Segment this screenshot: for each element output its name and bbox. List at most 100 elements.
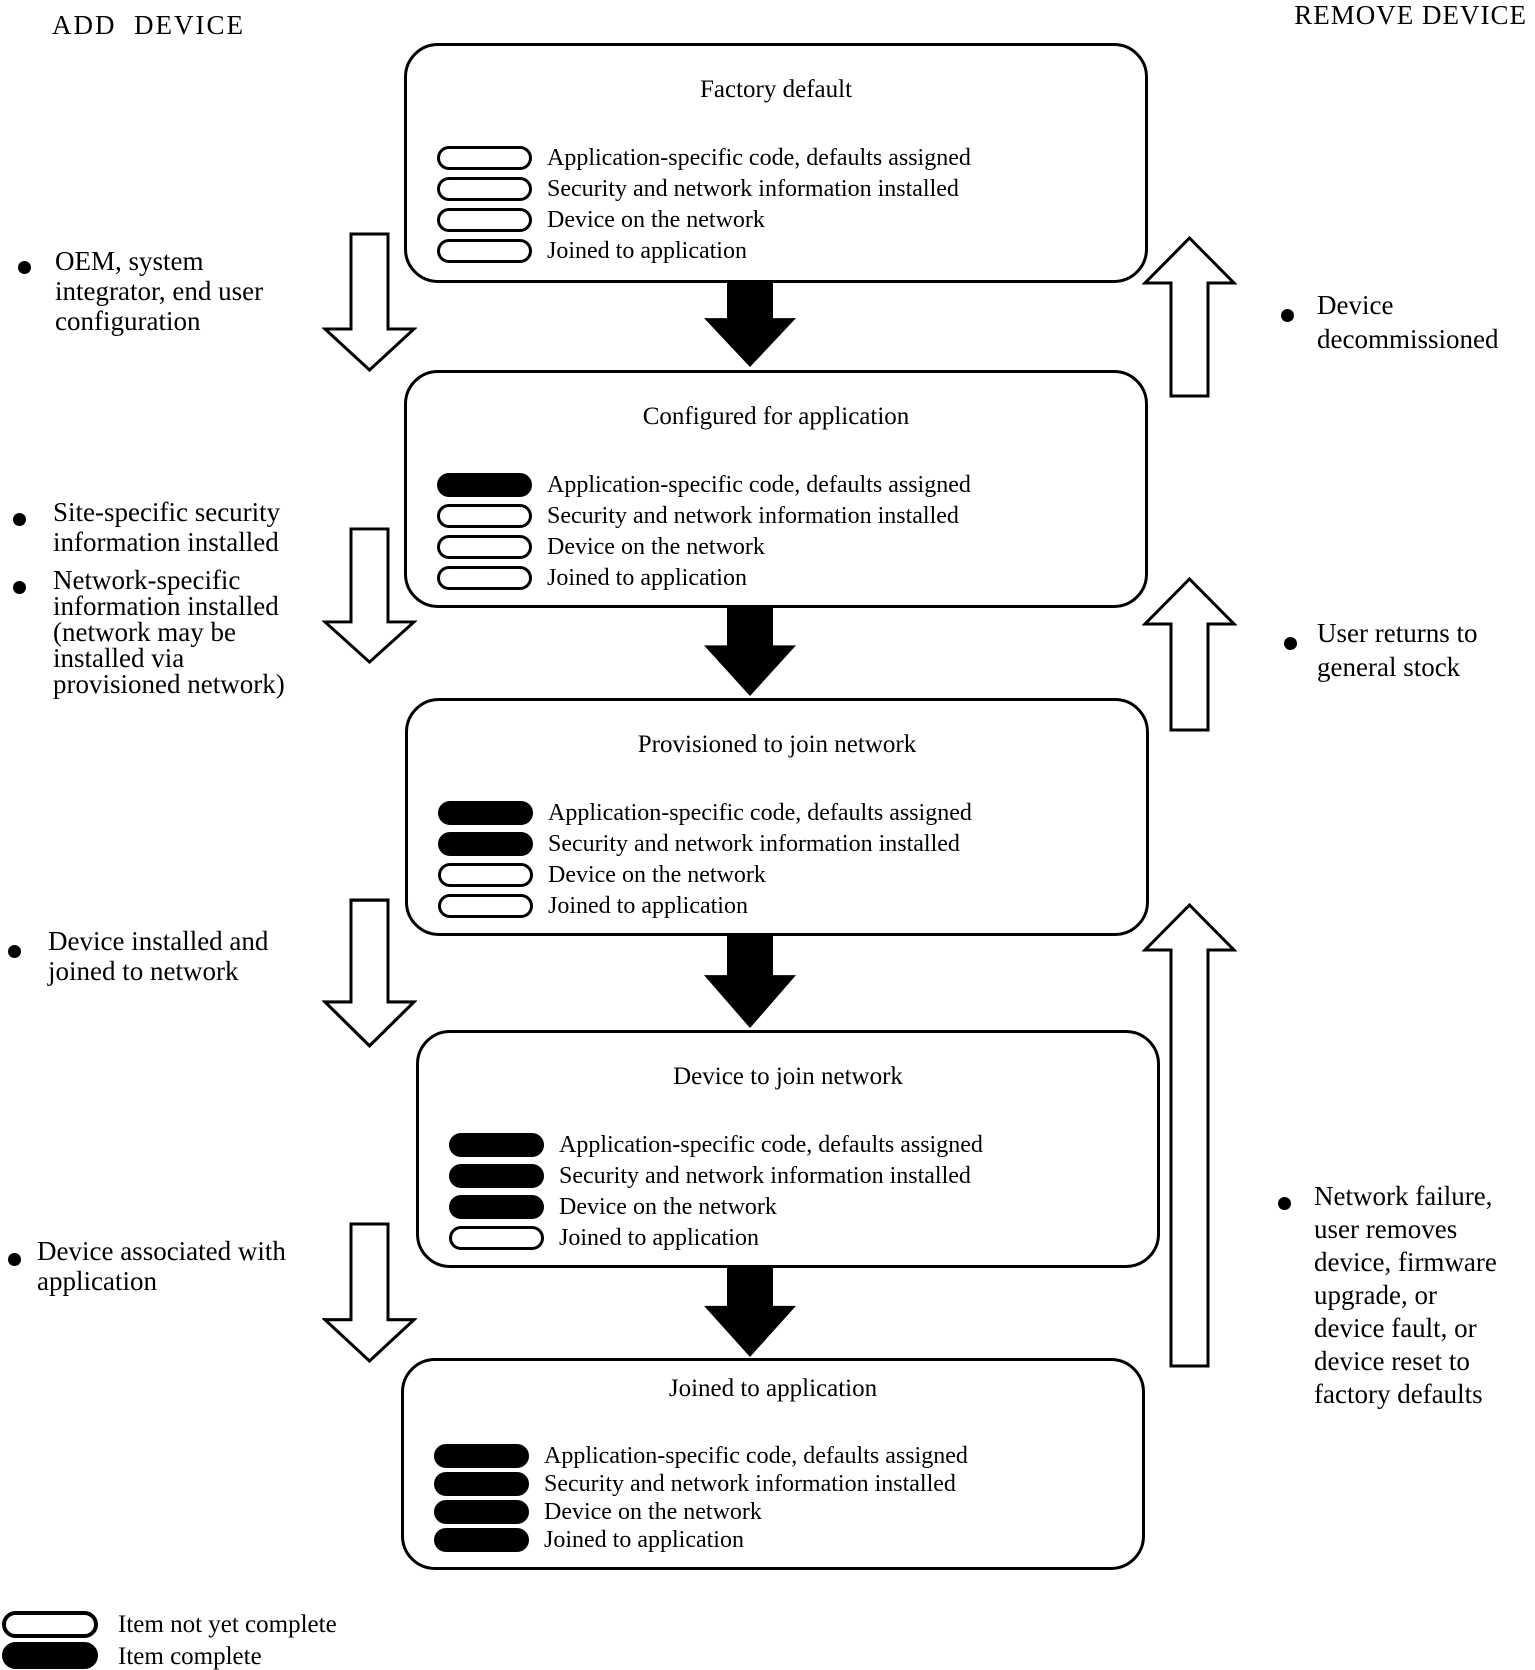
status-pill — [449, 1164, 544, 1188]
checklist-row: Joined to application — [449, 1226, 983, 1250]
checklist-label: Application-specific code, defaults assi… — [547, 145, 971, 171]
checklist-row: Application-specific code, defaults assi… — [438, 801, 972, 825]
bullet-dot — [1281, 309, 1294, 322]
transition-down-arrow-icon — [704, 935, 796, 1028]
remove-device-header: REMOVE DEVICE — [1294, 0, 1527, 30]
remove-annotation-decommissioned: Device decommissioned — [1317, 290, 1499, 354]
add-device-header: ADD DEVICE — [52, 10, 245, 40]
checklist: Application-specific code, defaults assi… — [449, 1133, 983, 1250]
bullet-dot — [13, 513, 26, 526]
add-annotation-device-installed: Device installed and joined to network — [48, 926, 269, 986]
checklist-row: Device on the network — [438, 863, 972, 887]
status-pill — [434, 1444, 529, 1468]
checklist-row: Joined to application — [438, 894, 972, 918]
bullet-dot — [18, 261, 31, 274]
checklist-row: Application-specific code, defaults assi… — [434, 1444, 968, 1468]
checklist: Application-specific code, defaults assi… — [437, 146, 971, 263]
checklist-row: Application-specific code, defaults assi… — [437, 146, 971, 170]
state-title: Factory default — [699, 76, 853, 103]
add-down-arrow-icon — [322, 898, 417, 1048]
remove-annotation-network-failure: Network failure, user removes device, fi… — [1314, 1181, 1497, 1409]
checklist-label: Device on the network — [547, 207, 765, 233]
status-pill — [437, 473, 532, 497]
status-pill — [449, 1226, 544, 1250]
checklist-label: Joined to application — [548, 893, 748, 919]
checklist-row: Security and network information install… — [449, 1164, 983, 1188]
state-box-provisioned: Provisioned to join network Application-… — [405, 698, 1149, 936]
state-box-factory-default: Factory default Application-specific cod… — [404, 43, 1148, 283]
legend-incomplete-pill — [2, 1611, 98, 1638]
checklist-row: Joined to application — [437, 566, 971, 590]
status-pill — [438, 863, 533, 887]
state-title: Provisioned to join network — [637, 731, 917, 758]
checklist-label: Application-specific code, defaults assi… — [559, 1132, 983, 1158]
status-pill — [434, 1500, 529, 1524]
state-box-joined: Joined to application Application-specif… — [401, 1358, 1145, 1570]
checklist-label: Security and network information install… — [559, 1163, 971, 1189]
status-pill — [437, 177, 532, 201]
checklist-row: Joined to application — [434, 1528, 968, 1552]
status-pill — [437, 208, 532, 232]
checklist-label: Device on the network — [544, 1499, 762, 1525]
bullet-dot — [8, 945, 21, 958]
checklist-label: Device on the network — [559, 1194, 777, 1220]
state-title: Device to join network — [673, 1063, 903, 1090]
legend-incomplete-label: Item not yet complete — [118, 1611, 337, 1638]
status-pill — [438, 801, 533, 825]
state-box-configured: Configured for application Application-s… — [404, 370, 1148, 608]
checklist: Application-specific code, defaults assi… — [434, 1444, 968, 1552]
checklist-label: Joined to application — [547, 238, 747, 264]
bullet-dot — [1278, 1197, 1291, 1210]
checklist-label: Security and network information install… — [547, 176, 959, 202]
remove-annotation-general-stock: User returns to general stock — [1317, 618, 1478, 682]
bullet-dot — [1284, 637, 1297, 650]
status-pill — [437, 535, 532, 559]
add-annotation-device-associated: Device associated with application — [37, 1236, 286, 1296]
checklist-row: Security and network information install… — [437, 504, 971, 528]
status-pill — [437, 146, 532, 170]
status-pill — [434, 1528, 529, 1552]
add-down-arrow-icon — [322, 527, 417, 664]
transition-down-arrow-icon — [704, 281, 796, 367]
checklist: Application-specific code, defaults assi… — [438, 801, 972, 918]
checklist-row: Security and network information install… — [434, 1472, 968, 1496]
status-pill — [437, 239, 532, 263]
checklist-row: Device on the network — [437, 535, 971, 559]
checklist-row: Device on the network — [437, 208, 971, 232]
status-pill — [438, 832, 533, 856]
checklist-label: Joined to application — [544, 1527, 744, 1553]
checklist-label: Security and network information install… — [548, 831, 960, 857]
legend-complete-label: Item complete — [118, 1643, 262, 1670]
checklist-row: Application-specific code, defaults assi… — [437, 473, 971, 497]
status-pill — [438, 894, 533, 918]
checklist-label: Security and network information install… — [544, 1471, 956, 1497]
add-annotation-oem: OEM, system integrator, end user configu… — [55, 246, 264, 336]
status-pill — [449, 1195, 544, 1219]
add-down-arrow-icon — [322, 232, 417, 372]
state-box-joining: Device to join network Application-speci… — [416, 1030, 1160, 1268]
remove-up-arrow-icon — [1142, 577, 1237, 732]
transition-down-arrow-icon — [704, 607, 796, 696]
status-pill — [449, 1133, 544, 1157]
checklist-label: Device on the network — [548, 862, 766, 888]
status-pill — [434, 1472, 529, 1496]
checklist-label: Security and network information install… — [547, 503, 959, 529]
checklist-label: Application-specific code, defaults assi… — [548, 800, 972, 826]
checklist-row: Security and network information install… — [437, 177, 971, 201]
checklist-label: Joined to application — [547, 565, 747, 591]
status-pill — [437, 504, 532, 528]
checklist-row: Application-specific code, defaults assi… — [449, 1133, 983, 1157]
remove-up-arrow-icon — [1142, 903, 1237, 1368]
checklist-row: Device on the network — [434, 1500, 968, 1524]
checklist-row: Security and network information install… — [438, 832, 972, 856]
checklist-row: Device on the network — [449, 1195, 983, 1219]
add-annotation-site-security: Site-specific security information insta… — [53, 497, 281, 557]
bullet-dot — [8, 1253, 21, 1266]
checklist-label: Application-specific code, defaults assi… — [547, 472, 971, 498]
checklist-row: Joined to application — [437, 239, 971, 263]
state-title: Joined to application — [668, 1375, 878, 1402]
add-down-arrow-icon — [322, 1222, 417, 1363]
status-pill — [437, 566, 532, 590]
checklist-label: Joined to application — [559, 1225, 759, 1251]
